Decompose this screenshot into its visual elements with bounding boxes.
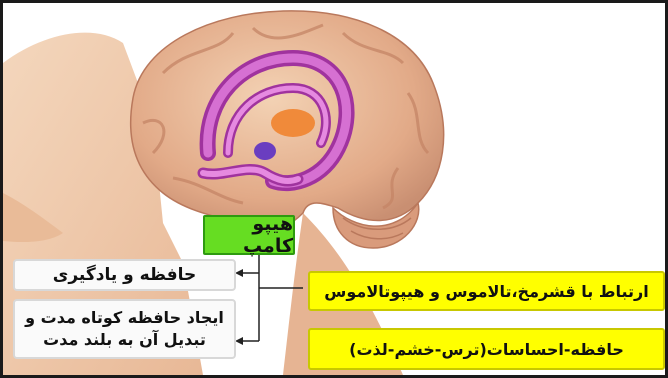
memory-learning-label: حافظه و یادگیری <box>13 259 236 291</box>
short-to-long-memory-label: ایجاد حافظه کوتاه مدت و تبدیل آن به بلند… <box>13 299 236 359</box>
arrow-head-left <box>235 337 243 345</box>
hippocampus-label: هیپو کامپ <box>203 215 295 255</box>
hypothalamus-shape <box>254 142 276 160</box>
thalamus-shape <box>271 109 315 137</box>
connection-label: ارتباط با قشرمخ،تالاموس و هیپوتالاموس <box>308 271 665 311</box>
emotional-memory-label: حافظه-احساسات(ترس-خشم-لذت) <box>308 328 665 370</box>
arrow-head-left <box>235 269 243 277</box>
